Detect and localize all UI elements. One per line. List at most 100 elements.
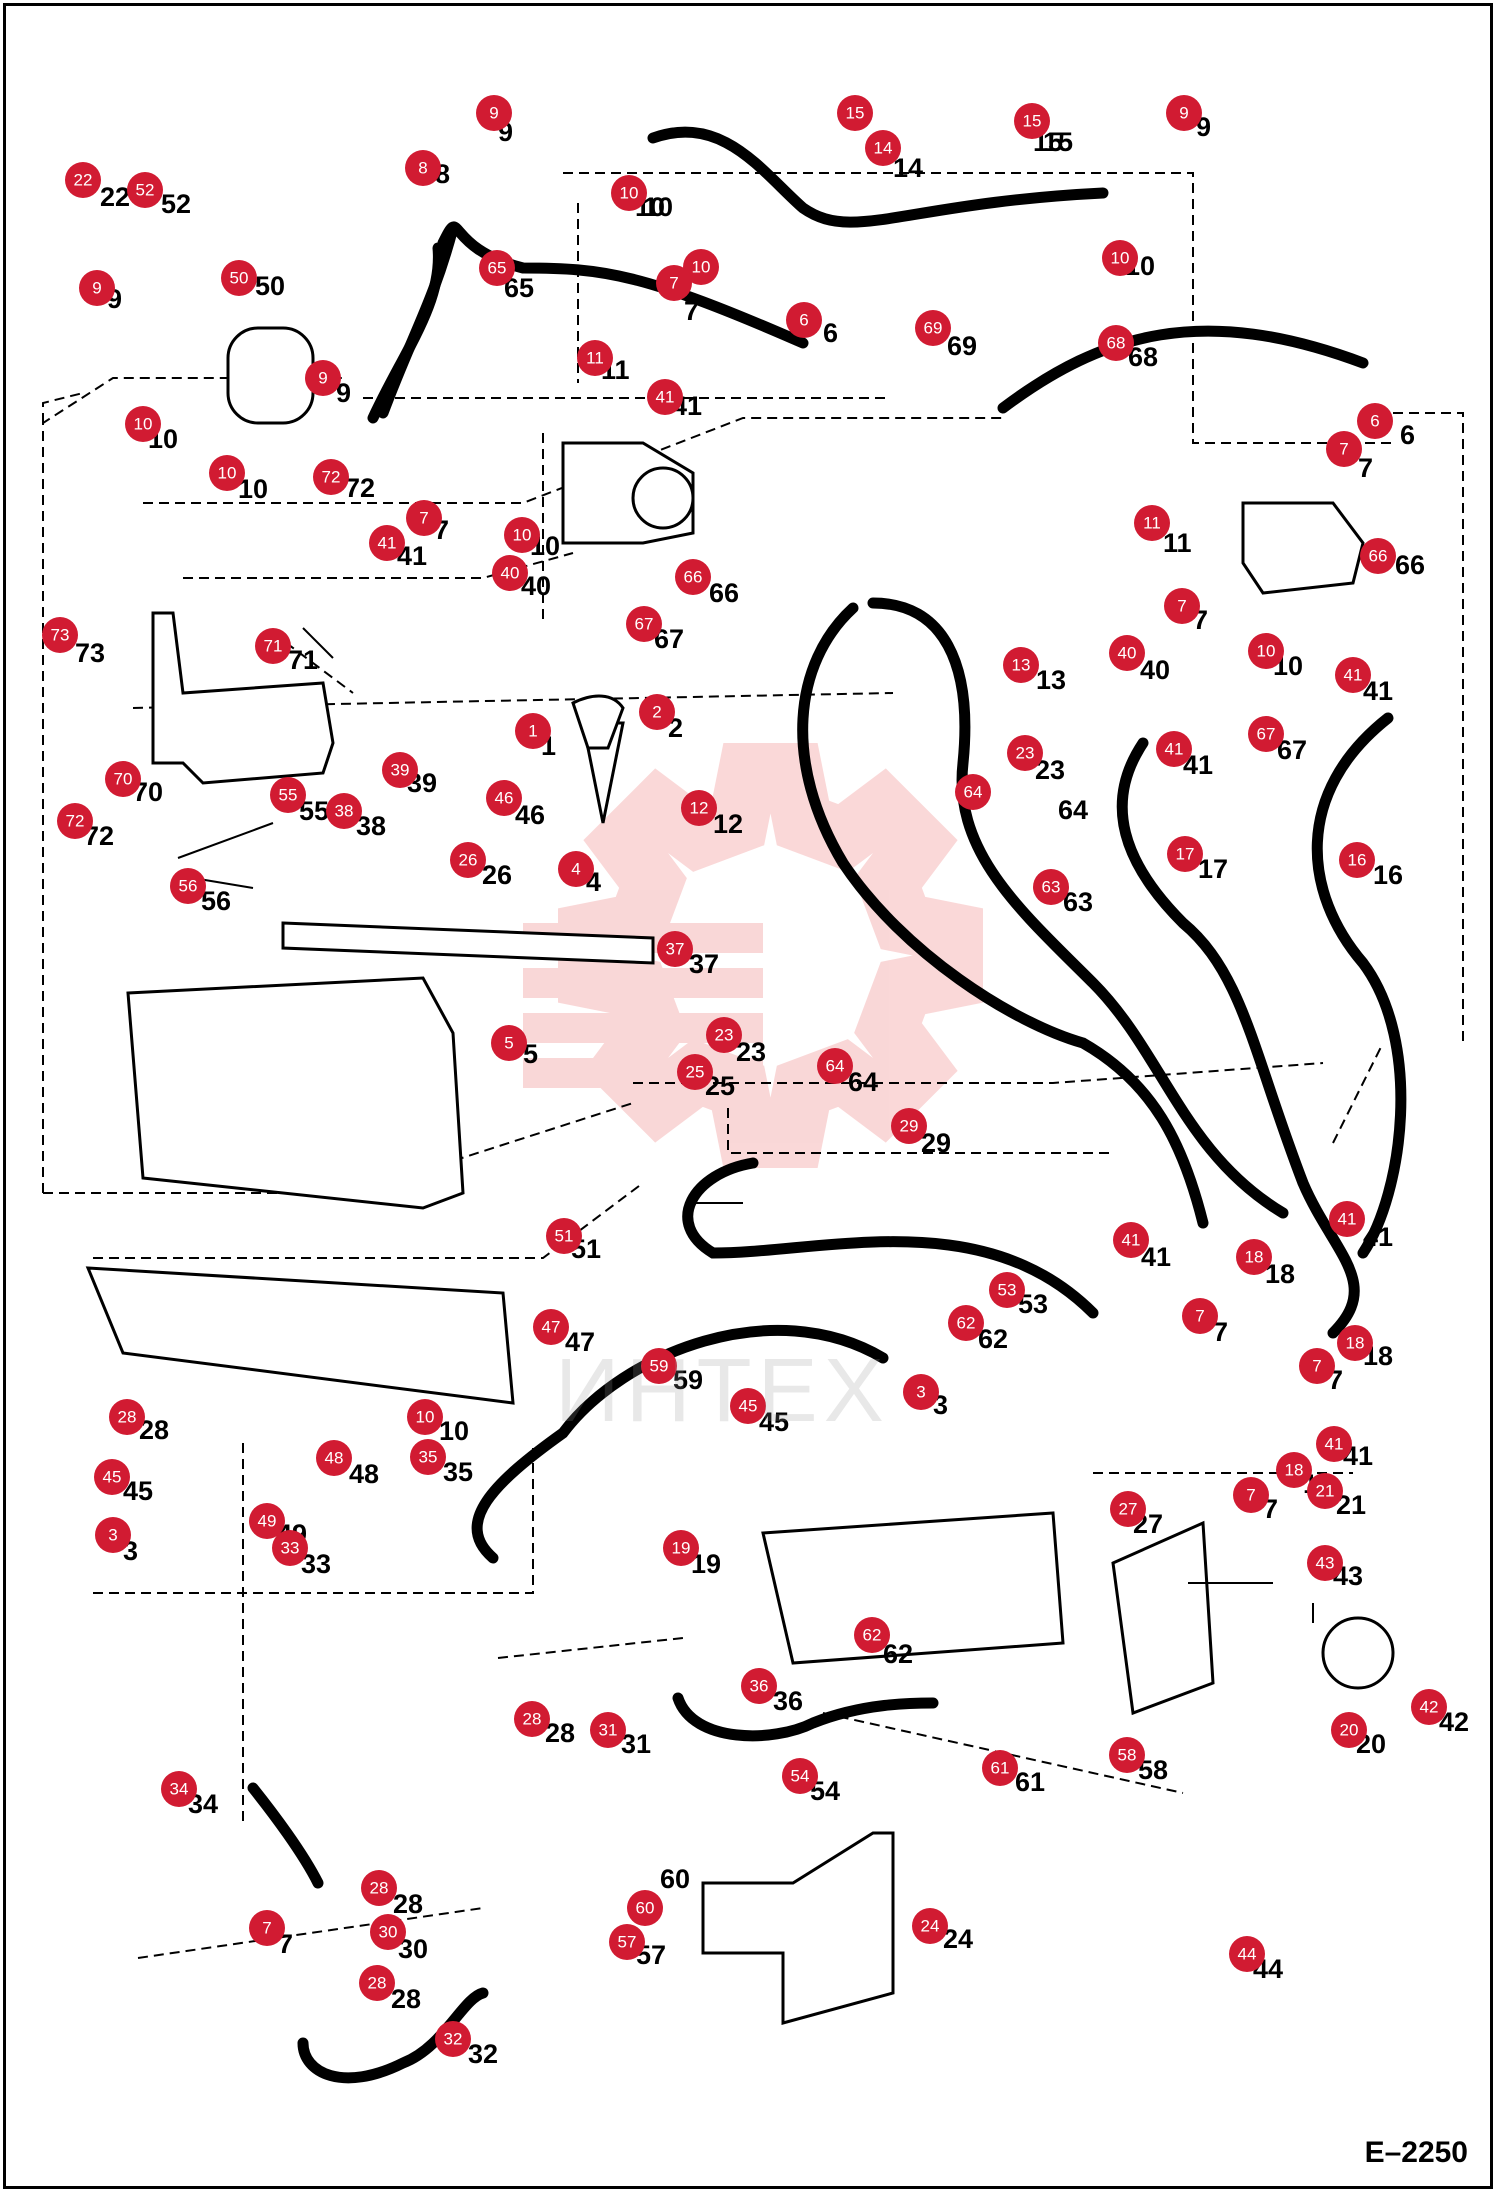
callout-marker-64[interactable]: 64 [955, 774, 991, 810]
callout-marker-28[interactable]: 28 [514, 1701, 550, 1737]
callout-marker-7[interactable]: 7 [1164, 588, 1200, 624]
callout-marker-33[interactable]: 33 [272, 1530, 308, 1566]
callout-marker-13[interactable]: 13 [1003, 647, 1039, 683]
callout-marker-23[interactable]: 23 [1007, 735, 1043, 771]
callout-marker-20[interactable]: 20 [1331, 1712, 1367, 1748]
callout-marker-70[interactable]: 70 [105, 761, 141, 797]
callout-marker-69[interactable]: 69 [915, 310, 951, 346]
callout-marker-7[interactable]: 7 [1299, 1348, 1335, 1384]
callout-marker-36[interactable]: 36 [741, 1668, 777, 1704]
callout-marker-46[interactable]: 46 [486, 780, 522, 816]
callout-marker-11[interactable]: 11 [1134, 505, 1170, 541]
callout-marker-7[interactable]: 7 [1182, 1298, 1218, 1334]
callout-marker-59[interactable]: 59 [641, 1348, 677, 1384]
callout-marker-67[interactable]: 67 [1248, 716, 1284, 752]
callout-marker-40[interactable]: 40 [1109, 635, 1145, 671]
callout-marker-4[interactable]: 4 [558, 851, 594, 887]
callout-marker-66[interactable]: 66 [1360, 538, 1396, 574]
callout-marker-72[interactable]: 72 [313, 459, 349, 495]
callout-marker-41[interactable]: 41 [1316, 1426, 1352, 1462]
callout-marker-31[interactable]: 31 [590, 1712, 626, 1748]
callout-marker-56[interactable]: 56 [170, 868, 206, 904]
callout-marker-24[interactable]: 24 [912, 1908, 948, 1944]
callout-marker-43[interactable]: 43 [1307, 1545, 1343, 1581]
callout-marker-3[interactable]: 3 [95, 1517, 131, 1553]
callout-marker-47[interactable]: 47 [533, 1309, 569, 1345]
callout-marker-10[interactable]: 10 [407, 1399, 443, 1435]
callout-marker-44[interactable]: 44 [1229, 1936, 1265, 1972]
callout-marker-18[interactable]: 18 [1276, 1452, 1312, 1488]
callout-marker-58[interactable]: 58 [1109, 1737, 1145, 1773]
callout-marker-57[interactable]: 57 [609, 1924, 645, 1960]
callout-marker-28[interactable]: 28 [359, 1965, 395, 2001]
callout-marker-16[interactable]: 16 [1339, 842, 1375, 878]
callout-marker-73[interactable]: 73 [42, 617, 78, 653]
callout-marker-29[interactable]: 29 [891, 1108, 927, 1144]
callout-marker-18[interactable]: 18 [1337, 1325, 1373, 1361]
callout-marker-26[interactable]: 26 [450, 842, 486, 878]
callout-marker-18[interactable]: 18 [1236, 1239, 1272, 1275]
callout-marker-10[interactable]: 10 [209, 455, 245, 491]
callout-marker-22[interactable]: 22 [65, 162, 101, 198]
callout-marker-7[interactable]: 7 [656, 265, 692, 301]
callout-marker-71[interactable]: 71 [255, 628, 291, 664]
callout-marker-23[interactable]: 23 [706, 1017, 742, 1053]
callout-marker-53[interactable]: 53 [989, 1272, 1025, 1308]
callout-marker-5[interactable]: 5 [491, 1025, 527, 1061]
callout-marker-9[interactable]: 9 [79, 270, 115, 306]
callout-marker-60[interactable]: 60 [627, 1890, 663, 1926]
callout-marker-54[interactable]: 54 [782, 1758, 818, 1794]
callout-marker-10[interactable]: 10 [683, 249, 719, 285]
callout-marker-1[interactable]: 1 [515, 713, 551, 749]
callout-marker-41[interactable]: 41 [647, 379, 683, 415]
callout-marker-2[interactable]: 2 [639, 694, 675, 730]
callout-marker-9[interactable]: 9 [305, 360, 341, 396]
callout-marker-67[interactable]: 67 [626, 606, 662, 642]
callout-marker-27[interactable]: 27 [1110, 1491, 1146, 1527]
callout-marker-32[interactable]: 32 [435, 2021, 471, 2057]
callout-marker-41[interactable]: 41 [369, 525, 405, 561]
callout-marker-19[interactable]: 19 [663, 1530, 699, 1566]
callout-marker-41[interactable]: 41 [1156, 731, 1192, 767]
callout-marker-7[interactable]: 7 [1233, 1477, 1269, 1513]
callout-marker-51[interactable]: 51 [546, 1218, 582, 1254]
callout-marker-21[interactable]: 21 [1307, 1473, 1343, 1509]
callout-marker-50[interactable]: 50 [221, 260, 257, 296]
callout-marker-12[interactable]: 12 [681, 790, 717, 826]
callout-marker-66[interactable]: 66 [675, 559, 711, 595]
callout-marker-64[interactable]: 64 [817, 1048, 853, 1084]
callout-marker-35[interactable]: 35 [410, 1439, 446, 1475]
callout-marker-15[interactable]: 15 [837, 95, 873, 131]
callout-marker-30[interactable]: 30 [370, 1914, 406, 1950]
callout-marker-72[interactable]: 72 [57, 803, 93, 839]
callout-marker-65[interactable]: 65 [479, 250, 515, 286]
callout-marker-7[interactable]: 7 [406, 500, 442, 536]
callout-marker-45[interactable]: 45 [94, 1459, 130, 1495]
callout-marker-39[interactable]: 39 [382, 752, 418, 788]
callout-marker-8[interactable]: 8 [405, 150, 441, 186]
callout-marker-63[interactable]: 63 [1033, 869, 1069, 905]
callout-marker-3[interactable]: 3 [903, 1374, 939, 1410]
callout-marker-6[interactable]: 6 [1357, 403, 1393, 439]
callout-marker-25[interactable]: 25 [677, 1054, 713, 1090]
callout-marker-10[interactable]: 10 [1248, 633, 1284, 669]
callout-marker-61[interactable]: 61 [982, 1750, 1018, 1786]
callout-marker-38[interactable]: 38 [326, 793, 362, 829]
callout-marker-14[interactable]: 14 [865, 130, 901, 166]
callout-marker-68[interactable]: 68 [1098, 325, 1134, 361]
callout-marker-62[interactable]: 62 [948, 1305, 984, 1341]
callout-marker-6[interactable]: 6 [786, 302, 822, 338]
callout-marker-52[interactable]: 52 [127, 172, 163, 208]
callout-marker-41[interactable]: 41 [1335, 657, 1371, 693]
callout-marker-49[interactable]: 49 [249, 1503, 285, 1539]
callout-marker-15[interactable]: 15 [1014, 103, 1050, 139]
callout-marker-10[interactable]: 10 [125, 406, 161, 442]
callout-marker-37[interactable]: 37 [657, 931, 693, 967]
callout-marker-45[interactable]: 45 [730, 1388, 766, 1424]
callout-marker-7[interactable]: 7 [1326, 431, 1362, 467]
callout-marker-28[interactable]: 28 [109, 1399, 145, 1435]
callout-marker-62[interactable]: 62 [854, 1617, 890, 1653]
callout-marker-42[interactable]: 42 [1411, 1689, 1447, 1725]
callout-marker-48[interactable]: 48 [316, 1440, 352, 1476]
callout-marker-41[interactable]: 41 [1113, 1222, 1149, 1258]
